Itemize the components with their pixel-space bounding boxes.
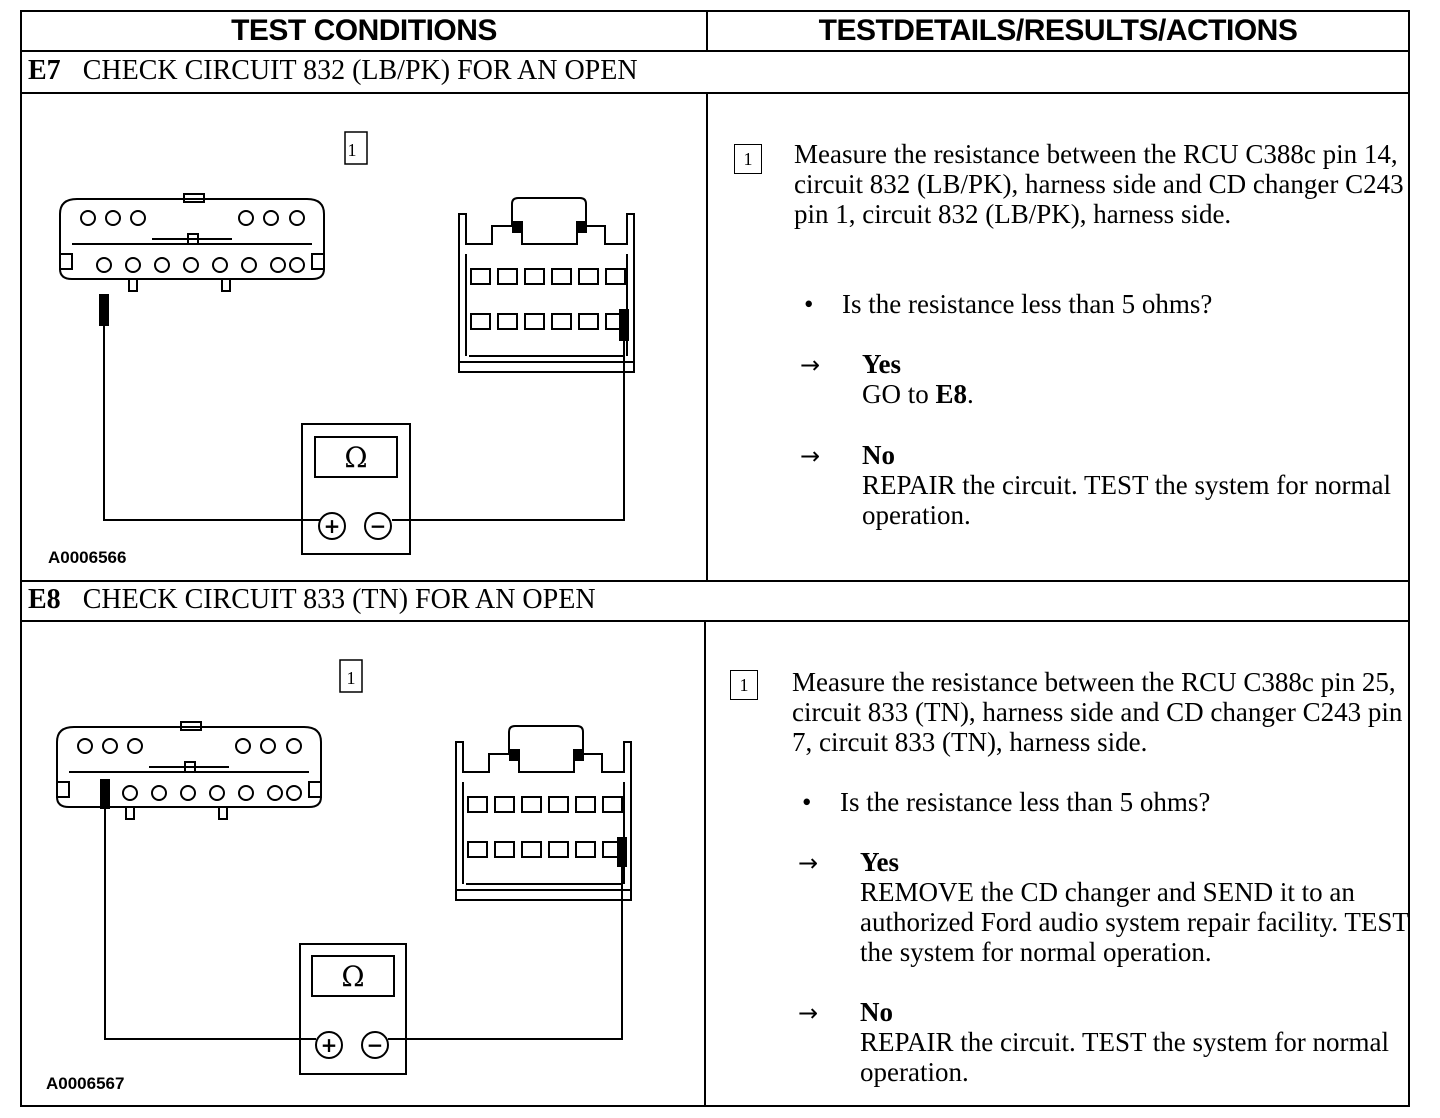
yes-action-ref: E8 [935,379,968,409]
step-marker-label: 1 [348,140,357,160]
step-title: CHECK CIRCUIT 833 (TN) FOR AN OPEN [82,584,596,615]
figure-id: A0006566 [48,548,127,567]
minus-terminal [361,1031,389,1059]
bullet: • [804,289,814,319]
probe-right [619,309,629,341]
wiring-diagram-e7: 1 Ω + − [59,131,635,555]
plus-symbol: + [321,1033,338,1057]
no-action: REPAIR the circuit. TEST the system for … [860,1027,1389,1087]
question-text: Is the resistance less than 5 ohms? [840,787,1211,817]
connector-latch [180,721,202,731]
ohmmeter-body [299,943,407,1075]
yes-action-suffix: . [967,379,974,409]
no-label: No [860,997,893,1027]
row-divider [22,50,1408,52]
section-title-e8: E8 CHECK CIRCUIT 833 (TN) FOR AN OPEN [28,584,596,616]
ohm-symbol: Ω [341,960,364,993]
probe-left [100,779,110,809]
wiring-diagram-e8: 1 Ω + − [56,659,632,1075]
yes-label: Yes [862,349,901,379]
question-row: • Is the resistance less than 5 ohms? [804,289,1404,319]
arrow-icon: → [800,351,821,379]
yes-action-prefix: GO to [862,379,936,409]
minus-symbol: − [370,514,387,538]
minus-symbol: − [367,1033,384,1057]
no-action: REPAIR the circuit. TEST the system for … [862,470,1391,530]
column-divider [706,92,708,580]
plus-terminal [318,512,346,540]
ohmmeter-body [301,423,411,555]
test-lead-negative [388,866,623,1040]
column-divider [706,12,708,50]
minus-terminal [364,512,392,540]
connector-handle [511,197,587,226]
arrow-icon: → [798,999,819,1027]
connector-handle [508,725,584,754]
step-id: E8 [28,584,61,615]
row-divider [22,92,1408,94]
yes-action: REMOVE the CD changer and SEND it to an … [860,877,1409,967]
yes-result: Yes GO to E8. [862,349,1402,409]
no-label: No [862,440,895,470]
question-row: • Is the resistance less than 5 ohms? [802,787,1402,817]
instruction-text: Measure the resistance between the RCU C… [794,139,1404,229]
row-divider [22,620,1408,622]
arrow-icon: → [800,442,821,470]
column-divider [704,620,706,1105]
step-marker-box [339,659,363,693]
yes-result: Yes REMOVE the CD changer and SEND it to… [860,847,1410,967]
yes-action: GO to E8. [862,379,1402,409]
plus-terminal [315,1031,343,1059]
bullet: • [802,787,812,817]
figure-id: A0006567 [46,1074,125,1093]
cd-changer-connector-body [458,213,635,373]
step-title: CHECK CIRCUIT 832 (LB/PK) FOR AN OPEN [82,55,638,86]
instruction-text: Measure the resistance between the RCU C… [792,667,1403,757]
diagnostic-table: TEST CONDITIONS TESTDETAILS/RESULTS/ACTI… [20,10,1410,1107]
yes-label: Yes [860,847,899,877]
connector-latch [183,193,205,203]
ohmmeter-display [311,955,395,997]
test-details-e7: 1 Measure the resistance between the RCU… [712,94,1404,580]
header-test-conditions: TEST CONDITIONS [231,14,497,47]
cd-changer-connector-body [455,741,632,901]
no-result: No REPAIR the circuit. TEST the system f… [860,997,1400,1087]
test-lead-positive [104,808,316,1040]
step-marker: 1 [730,670,758,700]
ohm-symbol: Ω [344,441,367,474]
test-diagram-e7: 1 Ω + − A0006566 [22,94,708,580]
arrow-icon: → [798,849,819,877]
row-divider [22,580,1408,582]
section-title-e7: E7 CHECK CIRCUIT 832 (LB/PK) FOR AN OPEN [28,55,638,87]
test-details-e8: 1 Measure the resistance between the RCU… [712,622,1408,1105]
test-lead-negative [392,340,625,521]
plus-symbol: + [324,514,341,538]
test-lead-positive [103,325,320,521]
question-text: Is the resistance less than 5 ohms? [842,289,1213,319]
ohmmeter-display [314,436,398,478]
probe-left [99,294,109,326]
step-marker: 1 [734,144,762,174]
no-result: No REPAIR the circuit. TEST the system f… [862,440,1402,530]
step-id: E7 [28,55,61,86]
step-marker-label: 1 [347,668,356,688]
probe-right [617,837,627,867]
header-test-details: TESTDETAILS/RESULTS/ACTIONS [818,14,1298,47]
test-diagram-e8: 1 Ω + − A0006567 [22,622,708,1105]
step-marker-box [344,131,368,165]
